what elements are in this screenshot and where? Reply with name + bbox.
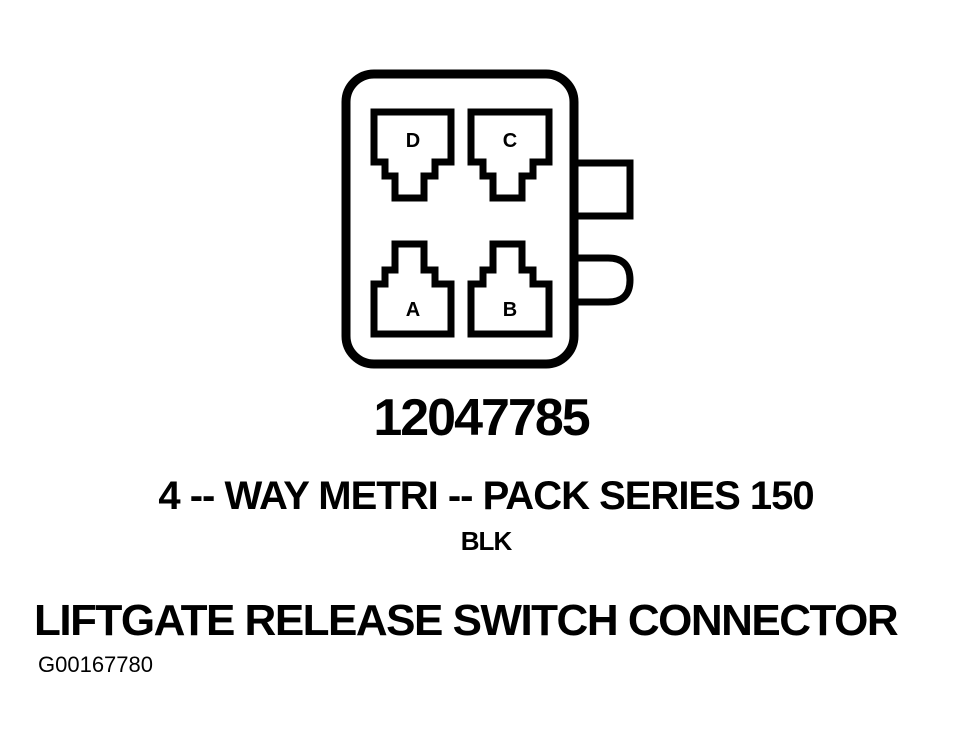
part-number: 12047785	[373, 389, 590, 447]
pin-cavity-c	[467, 108, 553, 202]
connector-body	[341, 69, 579, 369]
pin-label-b: B	[503, 299, 517, 321]
pin-label-c: C	[503, 130, 517, 152]
connector-lock-tab	[574, 254, 634, 306]
pin-cavity-a	[370, 240, 455, 338]
figure-id: G00167780	[38, 652, 153, 677]
connector-description: 4 -- WAY METRI -- PACK SERIES 150	[158, 474, 814, 518]
pin-label-d: D	[406, 130, 420, 152]
connector-color-code: BLK	[460, 526, 512, 556]
connector-latch-tab	[574, 159, 634, 220]
connector-name: LIFTGATE RELEASE SWITCH CONNECTOR	[34, 596, 899, 645]
pin-cavity-b	[467, 240, 553, 338]
pin-cavity-d	[370, 108, 455, 202]
pin-label-a: A	[406, 299, 420, 321]
